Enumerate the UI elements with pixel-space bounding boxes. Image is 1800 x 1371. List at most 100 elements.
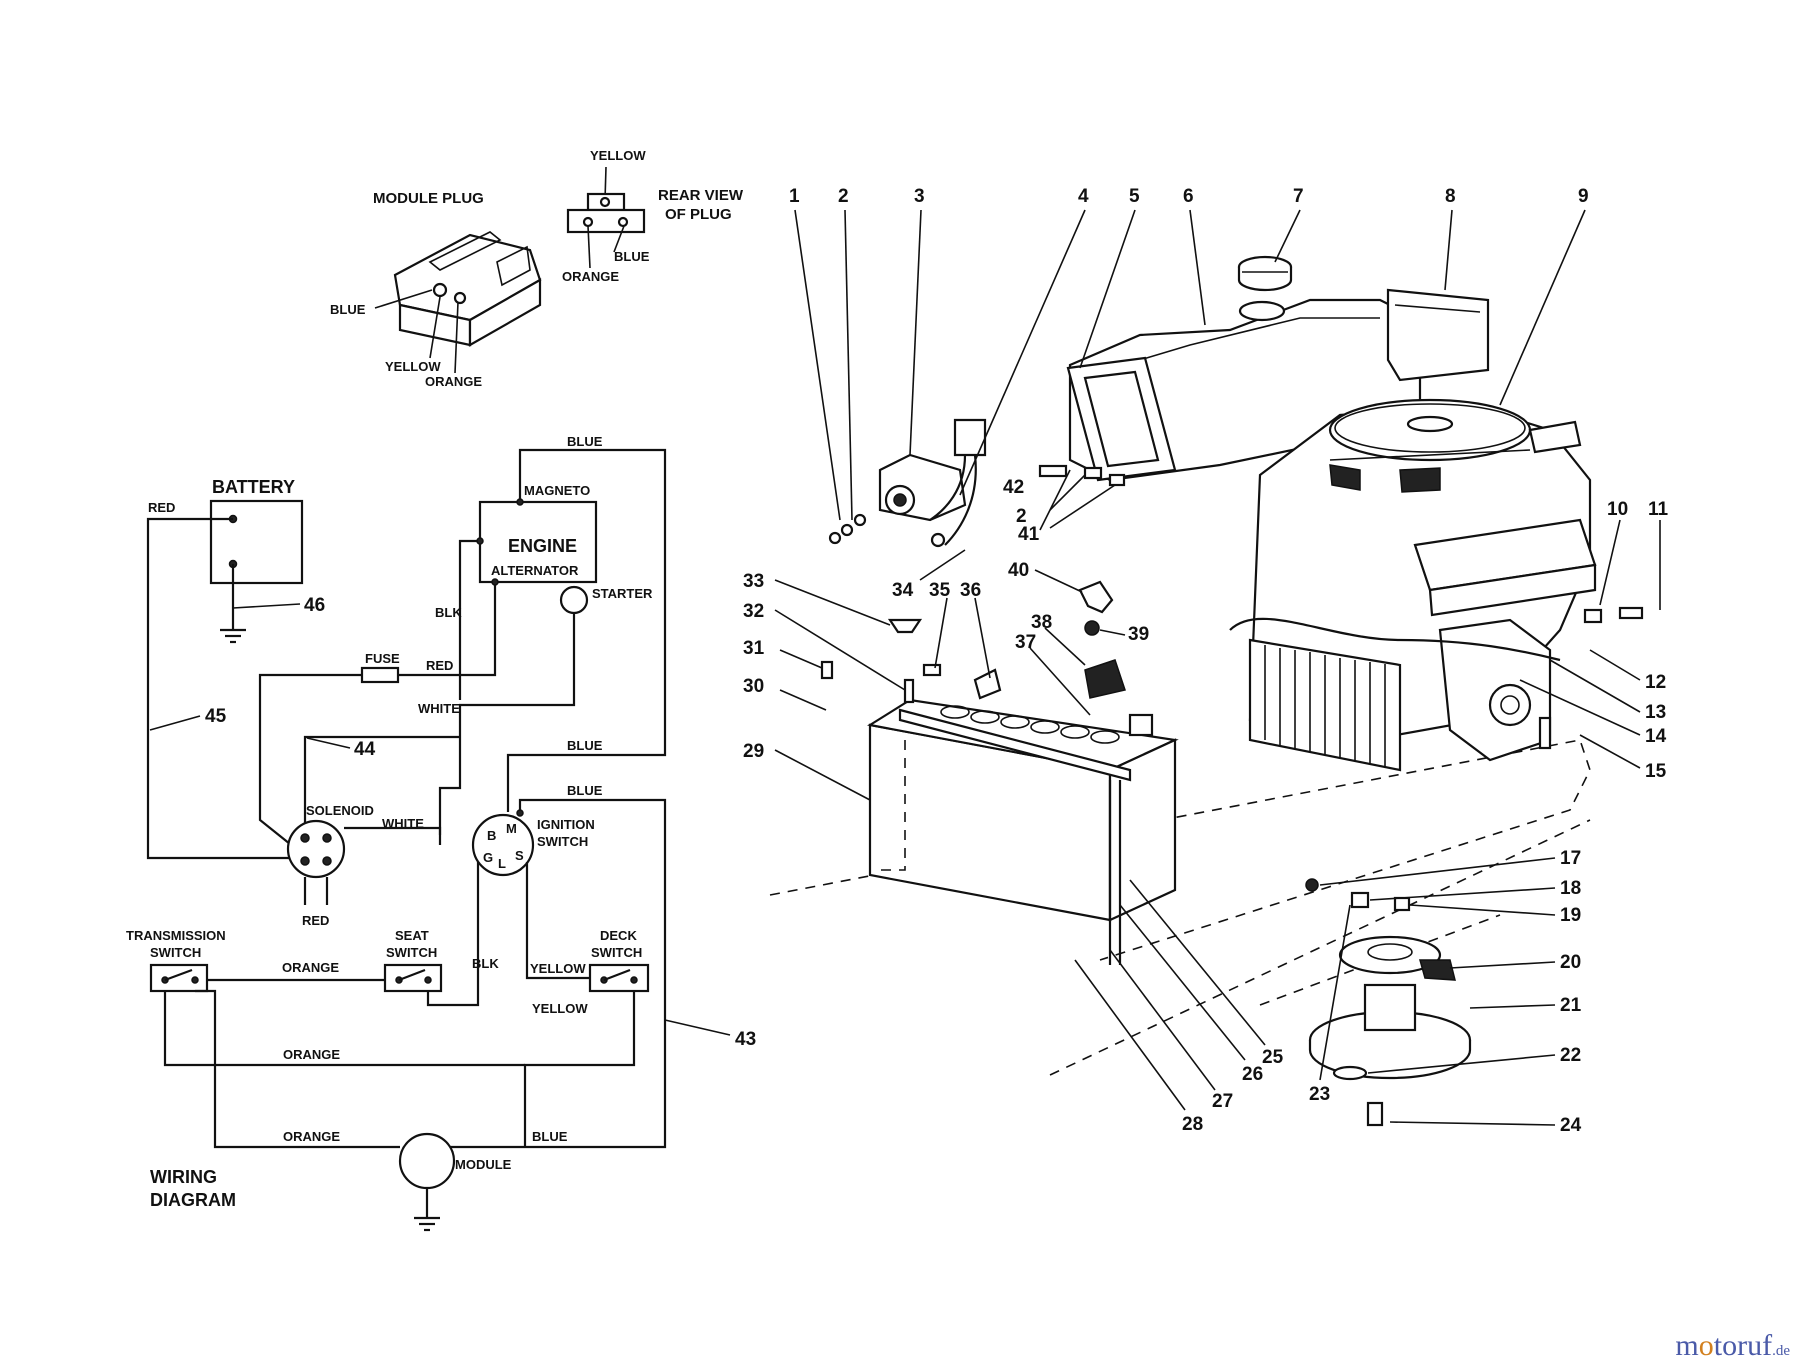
- callout-44: 44: [354, 739, 376, 760]
- deck-label-2: SWITCH: [591, 945, 642, 960]
- engine-label: ENGINE: [508, 536, 577, 556]
- battery-part: [820, 580, 1179, 965]
- callout-9: 9: [1578, 186, 1589, 207]
- ignition-label-1: IGNITION: [537, 817, 595, 832]
- callout-4: 4: [1078, 186, 1089, 207]
- yellow2-label: YELLOW: [532, 1001, 588, 1016]
- module-label: MODULE: [455, 1157, 512, 1172]
- ignition-switch-part: [828, 418, 987, 548]
- wiring-diagram: BATTERY RED 46 45 ENGINE ALTERNATOR MAGN…: [126, 434, 756, 1232]
- callout-24: 24: [1560, 1115, 1582, 1136]
- engine-assembly: [1229, 398, 1597, 772]
- deck-label-1: DECK: [600, 928, 637, 943]
- white-sol-label: WHITE: [382, 816, 424, 831]
- trans-label-1: TRANSMISSION: [126, 928, 226, 943]
- module-symbol: [398, 1132, 456, 1190]
- transmission-switch-box: [149, 963, 209, 993]
- watermark-logo: motoruf.de: [1675, 1329, 1790, 1363]
- starter-circle: [559, 585, 589, 615]
- callout-37: 37: [1015, 632, 1036, 653]
- exploded-view: 1 2 3 4 5 6 7 8 9 10 11 12 13 14 15 17 1…: [743, 186, 1669, 1136]
- deck-switch-box: [588, 963, 650, 993]
- blue-ign-label: BLUE: [567, 783, 603, 798]
- callout-22: 22: [1560, 1045, 1581, 1066]
- callout-25: 25: [1262, 1047, 1284, 1068]
- callout-23: 23: [1309, 1084, 1330, 1105]
- callout-30: 30: [743, 676, 764, 697]
- callout-40: 40: [1008, 560, 1029, 581]
- battery-label: BATTERY: [212, 477, 295, 497]
- plug-yellow-label: YELLOW: [385, 359, 441, 374]
- term-b: B: [487, 828, 496, 843]
- callout-21: 21: [1560, 995, 1582, 1016]
- white-mid-label: WHITE: [418, 701, 460, 716]
- module-plug-illustration: MODULE PLUG BLUE YELLOW ORANGE: [330, 190, 542, 389]
- seat-label-2: SWITCH: [386, 945, 437, 960]
- callout-18: 18: [1560, 878, 1581, 899]
- ignition-label-2: SWITCH: [537, 834, 588, 849]
- callout-39: 39: [1128, 624, 1149, 645]
- magneto-label: MAGNETO: [524, 483, 590, 498]
- callout-27: 27: [1212, 1091, 1233, 1112]
- callout-numbers: 1 2 3 4 5 6 7 8 9 10 11 12 13 14 15 17 1…: [743, 186, 1669, 1136]
- callout-35: 35: [929, 580, 951, 601]
- term-g: G: [483, 850, 493, 865]
- watermark-part-1: m: [1675, 1329, 1699, 1362]
- callout-15: 15: [1645, 761, 1667, 782]
- term-l: L: [498, 856, 506, 871]
- callout-42: 42: [1003, 477, 1024, 498]
- term-s: S: [515, 848, 524, 863]
- rear-blue-label: BLUE: [614, 249, 650, 264]
- plug-blue-label: BLUE: [330, 302, 366, 317]
- fuse-label: FUSE: [365, 651, 400, 666]
- callout-28: 28: [1182, 1114, 1203, 1135]
- seat-switch-box: [383, 963, 443, 993]
- orange1-label: ORANGE: [282, 960, 339, 975]
- trans-label-2: SWITCH: [150, 945, 201, 960]
- fuse-red-label: RED: [426, 658, 453, 673]
- callout-8: 8: [1445, 186, 1456, 207]
- callout-34: 34: [892, 580, 914, 601]
- rear-view-plug: YELLOW REAR VIEW OF PLUG BLUE ORANGE: [562, 148, 744, 284]
- starter-label: STARTER: [592, 586, 653, 601]
- battery-red-label: RED: [148, 500, 175, 515]
- callout-36: 36: [960, 580, 981, 601]
- orange2-label: ORANGE: [283, 1047, 340, 1062]
- callout-31: 31: [743, 638, 765, 659]
- fuse-symbol: [360, 666, 400, 684]
- yellow1-label: YELLOW: [530, 961, 586, 976]
- rear-view-label-2: OF PLUG: [665, 206, 732, 223]
- callout-26: 26: [1242, 1064, 1263, 1085]
- callout-41: 41: [1018, 524, 1040, 545]
- blue-bottom-label: BLUE: [532, 1129, 568, 1144]
- callout-20: 20: [1560, 952, 1581, 973]
- callout-19: 19: [1560, 905, 1581, 926]
- watermark-part-2: o: [1698, 1329, 1714, 1362]
- callout-10: 10: [1607, 499, 1628, 520]
- rear-orange-label: ORANGE: [562, 269, 619, 284]
- ignition-switch-symbol: [471, 813, 535, 877]
- callout-1: 1: [789, 186, 800, 207]
- callout-13: 13: [1645, 702, 1666, 723]
- callout-2b: 2: [1016, 506, 1027, 527]
- callout-7: 7: [1293, 186, 1304, 207]
- blue-top-label: BLUE: [567, 434, 603, 449]
- callout-17: 17: [1560, 848, 1581, 869]
- callout-46: 46: [304, 595, 325, 616]
- callout-5: 5: [1129, 186, 1140, 207]
- callout-29: 29: [743, 741, 764, 762]
- callout-32: 32: [743, 601, 764, 622]
- battery-box: [209, 499, 304, 585]
- rear-view-label-1: REAR VIEW: [658, 187, 744, 204]
- callout-6: 6: [1183, 186, 1194, 207]
- leader-lines: [774, 209, 1661, 1126]
- watermark-part-3: toruf: [1713, 1329, 1773, 1362]
- callout-38: 38: [1031, 612, 1052, 633]
- solenoid-label: SOLENOID: [306, 803, 374, 818]
- callout-11: 11: [1648, 499, 1669, 520]
- plug-orange-label: ORANGE: [425, 374, 482, 389]
- callout-3: 3: [914, 186, 925, 207]
- callout-2: 2: [838, 186, 849, 207]
- callout-43: 43: [735, 1029, 756, 1050]
